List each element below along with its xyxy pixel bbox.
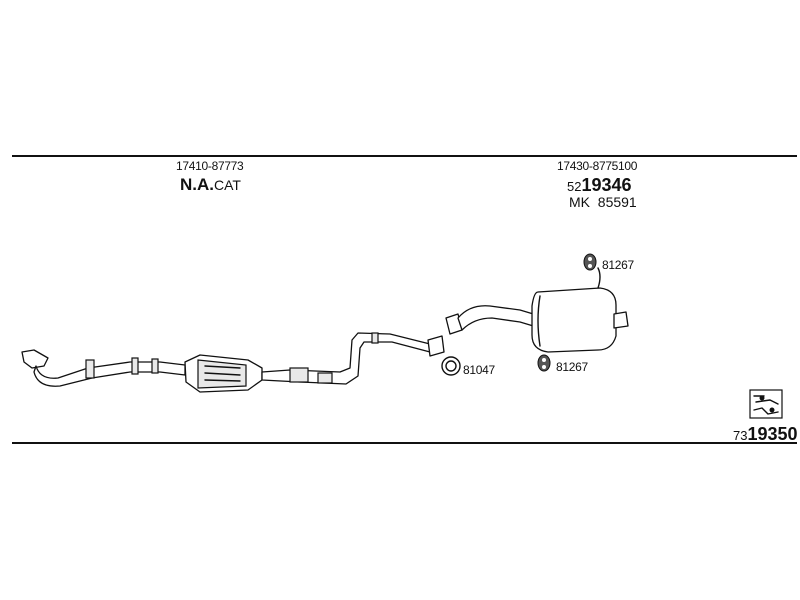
center-pipe-resonator [289, 367, 309, 383]
tailpipe [613, 311, 629, 329]
rear-pipe [457, 305, 541, 331]
muffler-seam [537, 295, 541, 347]
exhaust-system-icon [749, 389, 783, 419]
gasket-ring-inner [445, 360, 457, 372]
center-pipe-flange [427, 335, 445, 357]
heatshield-rib [204, 365, 241, 369]
catalog-main: 19350 [747, 424, 798, 444]
front-pipe-joint [85, 359, 95, 379]
front-flange [21, 349, 49, 369]
left-part-number: 17410-87773 [176, 159, 244, 173]
right-mk-number: 85591 [597, 194, 637, 210]
gasket-ring [441, 356, 461, 376]
right-mk: MK 85591 [569, 195, 637, 209]
catalog-number: 7319350 [733, 425, 798, 444]
center-pipe-hanger [371, 332, 379, 344]
center-pipe [261, 332, 445, 385]
hanger-bottom-number: 81267 [556, 360, 588, 374]
front-pipe-section [33, 361, 186, 387]
hanger-top-icon [583, 253, 597, 271]
hanger-bottom-icon [537, 354, 551, 372]
right-part-number: 17430-8775100 [557, 159, 638, 173]
bottom-divider [12, 442, 797, 444]
hanger-top-number: 81267 [602, 258, 634, 272]
muffler-body [531, 287, 617, 353]
left-part-name-suffix: CAT [214, 177, 241, 193]
muffler-hanger-rod [597, 267, 601, 289]
front-pipe [21, 349, 186, 387]
right-mk-label: MK [569, 194, 590, 210]
top-divider [12, 155, 797, 157]
rear-section [445, 267, 629, 353]
gasket-number: 81047 [463, 363, 495, 377]
center-pipe-section [261, 332, 439, 385]
right-code-main: 19346 [581, 175, 632, 195]
catalog-prefix: 73 [733, 428, 748, 443]
heatshield-rib-2 [204, 372, 241, 376]
right-code: 5219346 [567, 176, 632, 195]
right-code-prefix: 52 [567, 179, 582, 194]
front-pipe-bracket-2 [151, 358, 159, 374]
front-pipe-bracket [131, 357, 139, 375]
heatshield-rib-3 [204, 379, 241, 382]
catalytic-converter [184, 354, 263, 393]
left-part-name-bold: N.A. [180, 175, 214, 194]
center-pipe-clamp [317, 372, 333, 384]
left-part-name: N.A.CAT [180, 176, 241, 194]
